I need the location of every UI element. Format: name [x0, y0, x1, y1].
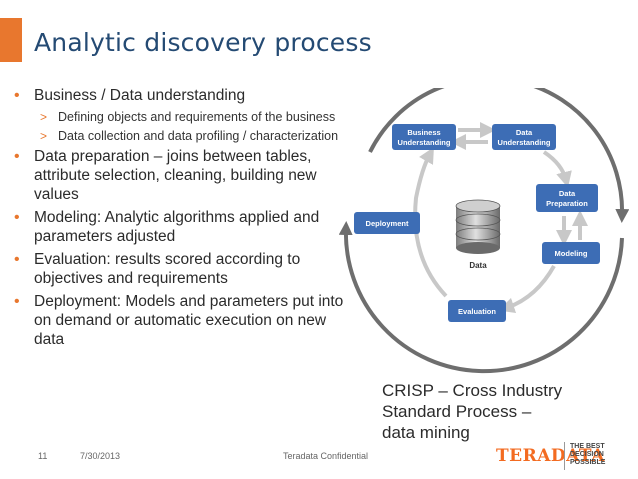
- svg-text:Deployment: Deployment: [366, 219, 409, 228]
- bullet-list: • Business / Data understanding > Defini…: [14, 86, 344, 353]
- svg-text:Modeling: Modeling: [555, 249, 588, 258]
- logo-divider: [564, 442, 565, 470]
- bullet-deployment: • Deployment: Models and parameters put …: [14, 293, 344, 348]
- crisp-caption: CRISP – Cross Industry Standard Process …: [382, 381, 563, 442]
- sub-bullet-arrow-icon: >: [40, 110, 48, 124]
- bullet-data-preparation: • Data preparation – joins between table…: [14, 148, 317, 203]
- bullet-dot-icon: •: [14, 251, 20, 268]
- svg-text:Data: Data: [516, 128, 533, 137]
- crisp-dm-diagram: Data Business Understanding Data Underst…: [338, 88, 630, 374]
- logo-wordmark: TERADATA: [496, 446, 605, 466]
- box-evaluation: Evaluation: [448, 300, 506, 322]
- bullet-business-understanding: • Business / Data understanding: [14, 87, 246, 104]
- sub-bullet-arrow-icon: >: [40, 129, 48, 143]
- box-deployment: Deployment: [354, 212, 420, 234]
- sub-bullet-data-collection: > Data collection and data profiling / c…: [40, 129, 339, 143]
- bullet-dot-icon: •: [14, 209, 20, 226]
- data-store-label: Data: [469, 261, 487, 270]
- outer-cycle-ring: [368, 88, 630, 223]
- svg-text:Evaluation: Evaluation: [458, 307, 496, 316]
- svg-text:Data: Data: [559, 189, 576, 198]
- bullet-dot-icon: •: [14, 293, 20, 310]
- title-accent-bar: [0, 18, 22, 62]
- outer-cycle-ring-lower: [338, 221, 624, 374]
- footer-confidential: Teradata Confidential: [283, 451, 369, 461]
- teradata-logo: TERADATA THE BEST DECISION POSSIBLE: [496, 440, 636, 472]
- bullet-evaluation: • Evaluation: results scored according t…: [14, 251, 301, 287]
- svg-text:Understanding: Understanding: [498, 138, 551, 147]
- page-number: 11: [38, 451, 48, 461]
- footer-date: 7/30/2013: [80, 451, 121, 461]
- svg-text:Business: Business: [407, 128, 440, 137]
- box-modeling: Modeling: [542, 242, 600, 264]
- svg-text:Understanding: Understanding: [398, 138, 451, 147]
- sub-bullet-defining-objects: > Defining objects and requirements of t…: [40, 110, 336, 124]
- svg-text:Preparation: Preparation: [546, 199, 588, 208]
- logo-tagline: THE BEST DECISION POSSIBLE: [570, 443, 606, 466]
- arrow-evaluation-to-business: [413, 147, 448, 298]
- bullet-dot-icon: •: [14, 148, 20, 165]
- box-data-preparation: Data Preparation: [536, 184, 598, 212]
- arrow-modeling-to-evaluation: [498, 265, 556, 314]
- bullet-dot-icon: •: [14, 87, 20, 104]
- box-data-understanding: Data Understanding: [492, 124, 556, 150]
- slide-title: Analytic discovery process: [34, 28, 372, 57]
- arrow-data-to-preparation: [542, 150, 572, 188]
- box-business-understanding: Business Understanding: [392, 124, 456, 150]
- data-store-icon: [455, 199, 501, 254]
- bullet-modeling: • Modeling: Analytic algorithms applied …: [14, 209, 320, 245]
